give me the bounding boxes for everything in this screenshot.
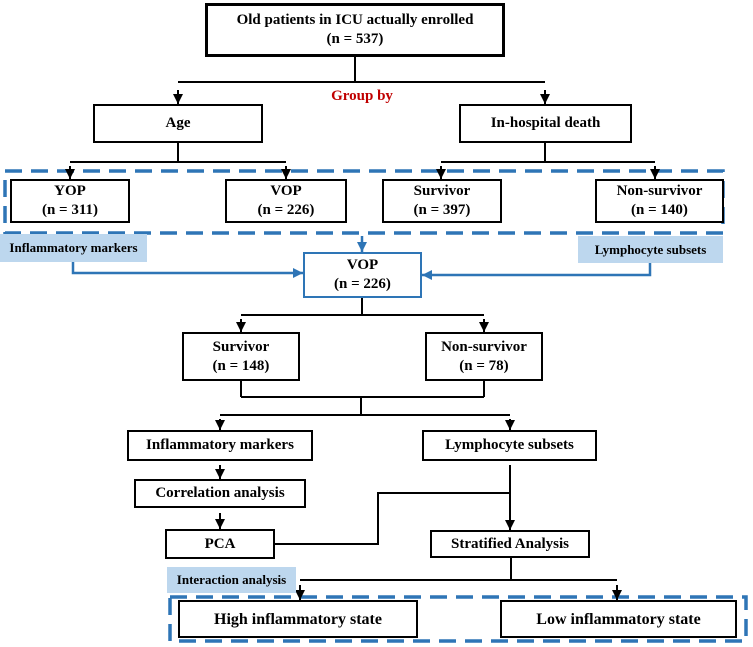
node-inflammatory-markers-label: Inflammatory markers [146,437,294,453]
node-yop: YOP (n = 311) [10,179,130,223]
inflammatory-markers-tag: Inflammatory markers [0,234,147,262]
node-non-survivor-all: Non-survivor (n = 140) [595,179,724,223]
node-lymphocyte-subsets: Lymphocyte subsets [422,430,597,461]
node-non-survivor-all-line1: Non-survivor [616,183,703,199]
node-vop-by-age-line2: (n = 226) [257,202,315,218]
node-correlation-analysis: Correlation analysis [134,479,306,508]
group-frame-bottom [168,595,748,643]
node-enrolled: Old patients in ICU actually enrolled (n… [205,3,505,57]
lymphocyte-subsets-tag-label: Lymphocyte subsets [594,241,707,257]
node-lymphocyte-subsets-label: Lymphocyte subsets [445,437,574,453]
node-vop-by-age: VOP (n = 226) [225,179,347,223]
node-stratified-analysis: Stratified Analysis [430,530,590,558]
node-inflammatory-markers: Inflammatory markers [127,430,313,461]
node-low-inflammatory-state: Low inflammatory state [500,600,737,638]
node-vop-selected-line1: VOP [346,257,379,273]
node-enrolled-line1: Old patients in ICU actually enrolled [236,12,474,28]
node-non-survivor-vop-line1: Non-survivor [441,338,527,355]
node-survivor-all-line2: (n = 397) [413,202,471,218]
node-pca: PCA [165,529,275,559]
node-enrolled-line2: (n = 537) [326,31,384,47]
node-stratified-analysis-label: Stratified Analysis [451,535,569,552]
node-survivor-all-line1: Survivor [413,183,471,199]
node-non-survivor-vop: Non-survivor (n = 78) [425,332,543,381]
node-vop-selected: VOP (n = 226) [303,252,422,298]
node-non-survivor-all-line2: (n = 140) [631,202,688,218]
node-survivor-vop-line2: (n = 148) [212,357,270,374]
node-yop-line1: YOP [54,183,86,199]
node-survivor-vop-line1: Survivor [212,338,270,355]
node-in-hospital-death: In-hospital death [459,104,632,143]
interaction-analysis-tag-label: Interaction analysis [176,572,287,587]
node-survivor-vop: Survivor (n = 148) [182,332,300,381]
inflammatory-markers-tag-label: Inflammatory markers [9,240,138,255]
node-age: Age [93,104,263,143]
node-yop-line2: (n = 311) [41,202,99,218]
group-by-label: Group by [331,88,393,104]
node-survivor-all: Survivor (n = 397) [382,179,502,223]
node-vop-selected-line2: (n = 226) [334,276,391,292]
interaction-analysis-tag: Interaction analysis [167,567,296,593]
node-high-inflammatory-state-label: High inflammatory state [214,610,382,628]
node-vop-by-age-line1: VOP [270,183,302,199]
node-correlation-analysis-label: Correlation analysis [155,485,285,501]
node-low-inflammatory-state-label: Low inflammatory state [536,610,701,628]
lymphocyte-subsets-tag: Lymphocyte subsets [578,236,723,263]
node-pca-label: PCA [204,535,236,552]
node-non-survivor-vop-line2: (n = 78) [459,357,509,374]
node-high-inflammatory-state: High inflammatory state [178,600,418,638]
node-in-hospital-death-label: In-hospital death [490,115,601,131]
node-age-label: Age [165,115,191,131]
